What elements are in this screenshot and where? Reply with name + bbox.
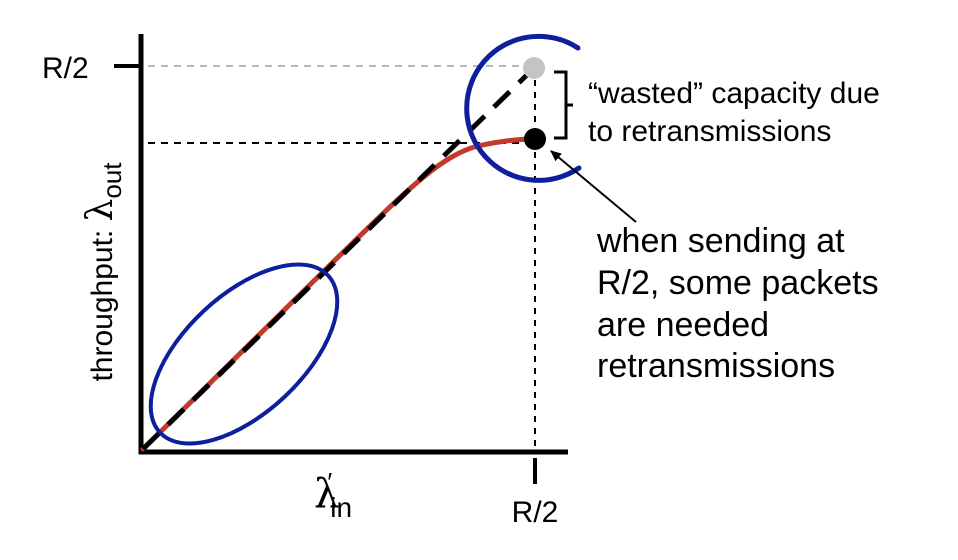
y-axis-label: throughput: λout (80, 162, 127, 382)
annotation-arrow (550, 150, 637, 223)
y-axis-subscript: out (97, 162, 127, 199)
ideal-max-point (523, 57, 545, 79)
low-load-ellipse (148, 262, 340, 446)
y-axis-label-text: throughput: (86, 221, 119, 381)
sending-note-line4: retransmissions (597, 347, 835, 385)
actual-throughput-curve (140, 136, 538, 452)
x-axis-lambda-symbol: λ (314, 471, 339, 517)
sending-note-line1: when sending at (596, 222, 845, 260)
ideal-throughput-line (141, 66, 536, 451)
actual-max-point (524, 128, 546, 150)
wasted-capacity-label-line2: to retransmissions (588, 115, 831, 148)
x-axis-subscript: in (330, 492, 352, 523)
x-axis-tick-label: R/2 (512, 496, 559, 529)
high-load-circle (464, 33, 582, 183)
sending-note-line2: R/2, some packets (597, 264, 879, 302)
y-axis-tick-label: R/2 (42, 52, 89, 85)
wasted-capacity-bracket (554, 70, 573, 140)
x-axis-label: λ′in (314, 467, 352, 523)
wasted-capacity-label-line1: “wasted” capacity due (588, 77, 880, 110)
y-axis-lambda-symbol: λ (80, 199, 121, 222)
x-axis-prime: ′ (327, 467, 332, 497)
sending-note-line3: are needed (597, 306, 769, 344)
